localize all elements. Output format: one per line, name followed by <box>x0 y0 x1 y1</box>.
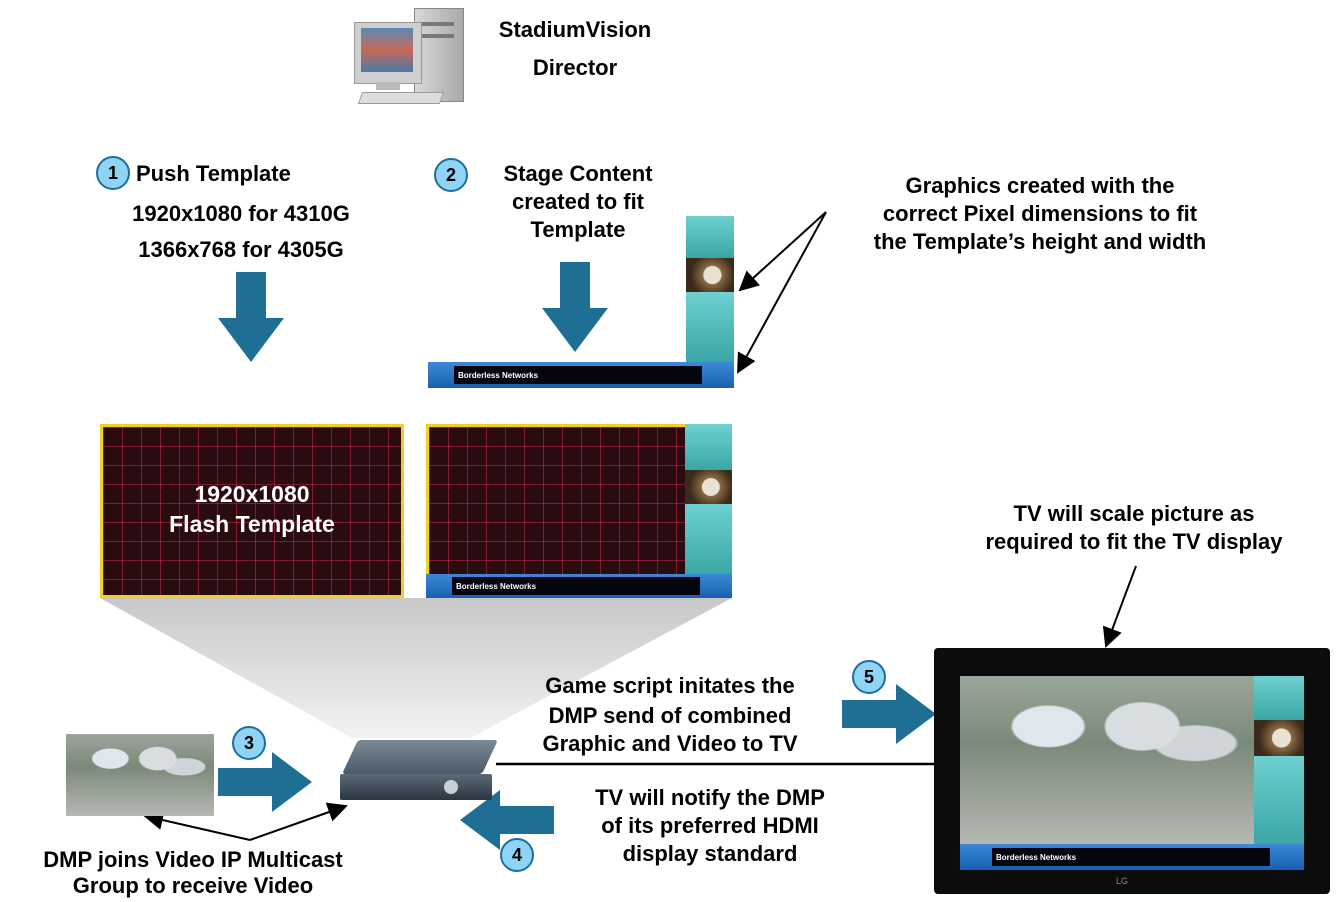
down-arrow-step2 <box>542 262 608 352</box>
graphics-note-line3: the Template’s height and width <box>873 229 1207 254</box>
funnel-shape <box>100 598 732 738</box>
right-arrow-step3 <box>218 752 312 812</box>
step4-line3: display standard <box>622 841 798 866</box>
dmp-note-line2: Group to receive Video <box>72 873 314 898</box>
step5-line1: Game script initates the <box>545 673 795 698</box>
step4-line1: TV will notify the DMP <box>595 785 825 810</box>
step5-line3: Graphic and Video to TV <box>542 731 798 756</box>
multicast-arrow <box>143 810 251 841</box>
baseball-image <box>686 258 734 292</box>
step-4-badge: 4 <box>500 838 534 872</box>
video-thumbnail <box>66 734 214 816</box>
step1-line2: 1920x1080 for 4310G <box>132 201 350 226</box>
step1-line1: Push Template <box>136 161 291 186</box>
flash-template-empty: 1920x1080 Flash Template <box>100 424 404 598</box>
down-arrow-step1 <box>218 272 284 362</box>
staged-ticker-graphic: Borderless Networks <box>428 362 734 388</box>
step-1-badge: 1 <box>96 156 130 190</box>
step5-line2: DMP send of combined <box>548 703 792 728</box>
step2-line3: Template <box>530 217 626 242</box>
step-2-badge: 2 <box>434 158 468 192</box>
step1-line3: 1366x768 for 4305G <box>138 237 344 262</box>
staged-sidebar-graphic <box>686 216 734 362</box>
step-3-badge: 3 <box>232 726 266 760</box>
callout-arrow-ticker <box>737 211 827 374</box>
baseball-image-template <box>685 470 732 504</box>
graphics-note-line2: correct Pixel dimensions to fit <box>882 201 1198 226</box>
tv-video-image <box>960 676 1254 844</box>
dmp-device-icon <box>340 734 498 804</box>
director-label-line2: Director <box>532 55 618 80</box>
step2-line2: created to fit <box>511 189 645 214</box>
graphics-note-line1: Graphics created with the <box>905 173 1175 198</box>
tv-baseball-image <box>1254 720 1304 756</box>
right-arrow-step5 <box>842 684 936 744</box>
left-arrow-step4 <box>460 790 554 850</box>
director-label-line1: StadiumVision <box>498 17 652 42</box>
flash-template-line1: 1920x1080 <box>194 481 310 507</box>
tv-brand-logo: LG <box>1116 876 1129 886</box>
dmp-note-line1: DMP joins Video IP Multicast <box>43 847 343 872</box>
tv-display: Borderless Networks LG <box>934 648 1330 894</box>
flash-template-combined: Borderless Networks <box>426 424 732 598</box>
step-5-badge: 5 <box>852 660 886 694</box>
step2-line1: Stage Content <box>503 161 653 186</box>
callout-arrow-sidebar <box>738 211 827 292</box>
callout-arrow-tv <box>1102 565 1137 648</box>
template-ticker-text: Borderless Networks <box>456 582 537 591</box>
flash-template-line2: Flash Template <box>169 511 335 537</box>
computer-icon <box>354 8 468 112</box>
ticker-text: Borderless Networks <box>458 371 539 380</box>
multicast-arrow-2 <box>249 802 348 841</box>
tv-note-line1: TV will scale picture as <box>1013 501 1255 526</box>
step4-line2: of its preferred HDMI <box>601 813 819 838</box>
tv-ticker-text: Borderless Networks <box>996 853 1077 862</box>
tv-note-line2: required to fit the TV display <box>985 529 1283 554</box>
